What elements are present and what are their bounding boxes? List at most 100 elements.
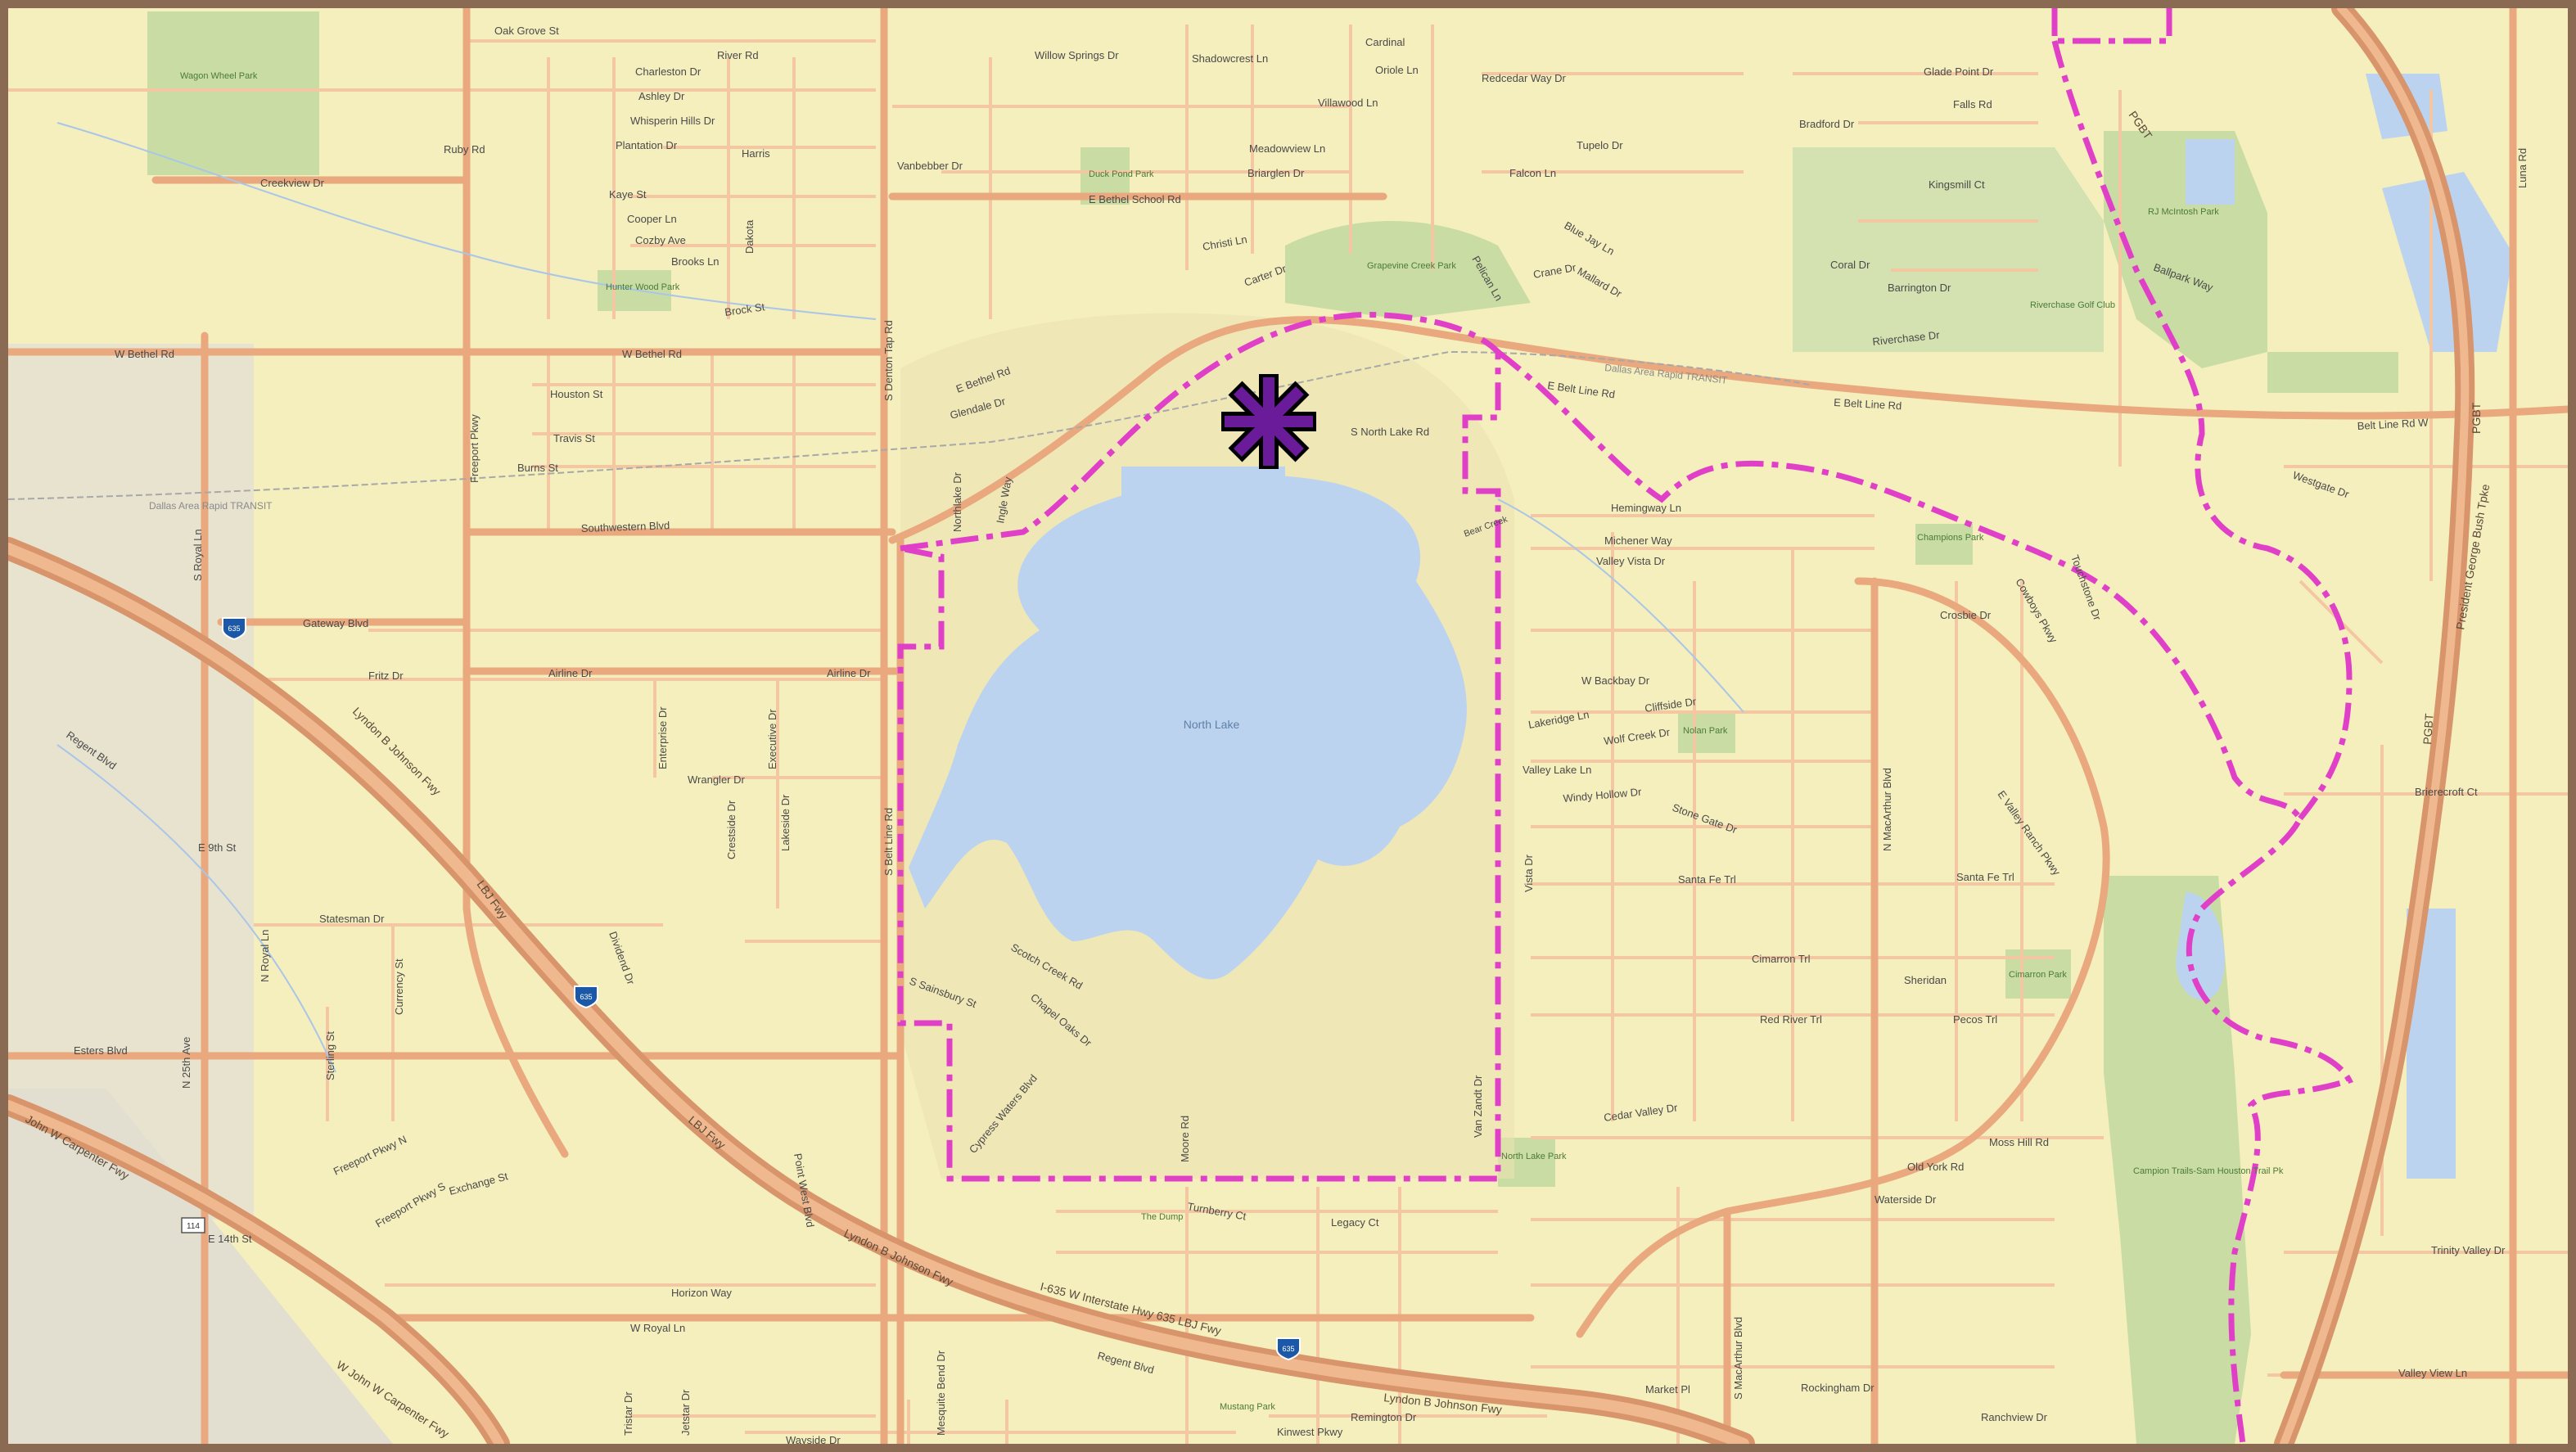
label-pecos-trl: Pecos Trl bbox=[1953, 1013, 1997, 1026]
label-falls-rd: Falls Rd bbox=[1953, 98, 1992, 110]
label-falcon-ln: Falcon Ln bbox=[1509, 167, 1556, 179]
freeway-carpenter-inner bbox=[8, 1100, 504, 1444]
label-s-denton-tap-rd: S Denton Tap Rd bbox=[882, 320, 895, 401]
label-van-zandt-dr: Van Zandt Dr bbox=[1472, 1075, 1484, 1138]
label-river-rd: River Rd bbox=[717, 49, 759, 61]
label-vanbebber-dr: Vanbebber Dr bbox=[897, 160, 963, 172]
label-coral-dr: Coral Dr bbox=[1830, 259, 1870, 271]
label-w-bethel-rd-2: W Bethel Rd bbox=[622, 348, 682, 360]
water-east-4 bbox=[2186, 139, 2235, 205]
road-e-belt-line bbox=[888, 316, 2568, 544]
label-northlake-dr: Northlake Dr bbox=[951, 471, 963, 532]
east-boundary-line bbox=[1496, 349, 2353, 1444]
park-champions bbox=[1915, 524, 1973, 565]
label-hemingway: Hemingway Ln bbox=[1611, 502, 1681, 514]
label-park-north-lake: North Lake Park bbox=[1501, 1152, 1567, 1161]
label-creekview-dr: Creekview Dr bbox=[260, 177, 325, 189]
road-e-valley-ranch bbox=[1576, 577, 2110, 1338]
label-valley-view-ln: Valley View Ln bbox=[2398, 1367, 2467, 1379]
label-sterling-st: Sterling St bbox=[324, 1031, 336, 1080]
industrial-area-west bbox=[8, 344, 254, 1220]
label-cardinal: Cardinal bbox=[1365, 36, 1405, 48]
label-shadowcrest-ln: Shadowcrest Ln bbox=[1192, 52, 1268, 65]
label-sheridan: Sheridan bbox=[1904, 974, 1947, 986]
label-mallard-dr: Mallard Dr bbox=[1576, 265, 1625, 300]
shield-635-b: 635 bbox=[574, 985, 598, 1009]
label-freeport-pkwy-s: Freeport Pkwy S bbox=[373, 1179, 448, 1229]
label-stone-gate-dr: Stone Gate Dr bbox=[1671, 801, 1739, 836]
label-willow-springs-dr: Willow Springs Dr bbox=[1035, 49, 1119, 61]
label-tupelo-dr: Tupelo Dr bbox=[1577, 139, 1623, 151]
freeways bbox=[8, 8, 2475, 1444]
label-oriole-ln: Oriole Ln bbox=[1375, 64, 1419, 76]
label-travis-st: Travis St bbox=[553, 432, 595, 444]
label-valley-lake-ln: Valley Lake Ln bbox=[1523, 764, 1591, 776]
label-enterprise-dr: Enterprise Dr bbox=[656, 706, 669, 769]
label-redcedar-way: Redcedar Way Dr bbox=[1482, 72, 1566, 84]
label-e-belt-line-rd-2: E Belt Line Rd bbox=[1834, 396, 1902, 412]
creeks bbox=[56, 122, 1744, 1073]
label-kaye-st: Kaye St bbox=[609, 188, 647, 201]
svg-text:114: 114 bbox=[187, 1222, 200, 1231]
label-crestside-dr: Crestside Dr bbox=[725, 800, 738, 859]
label-park-cimarron: Cimarron Park bbox=[2009, 970, 2067, 980]
site-marker[interactable] bbox=[1221, 374, 1316, 469]
label-s-belt-line-rd: S Belt Line Rd bbox=[882, 808, 895, 876]
label-brierecroft-ct: Brierecroft Ct bbox=[2415, 786, 2478, 798]
label-christi-ln: Christi Ln bbox=[1202, 233, 1248, 253]
label-luna-rd: Luna Rd bbox=[2516, 148, 2529, 188]
label-wayside-dr: Wayside Dr bbox=[786, 1434, 841, 1444]
shield-635-c: 635 bbox=[1276, 1337, 1301, 1361]
label-park-rj-mcintosh: RJ McIntosh Park bbox=[2148, 207, 2219, 217]
label-villawood-ln: Villawood Ln bbox=[1318, 97, 1378, 109]
label-santa-fe-trl-2: Santa Fe Trl bbox=[1956, 871, 2014, 883]
label-brock-st: Brock St bbox=[724, 300, 765, 318]
label-w-royal-ln: W Royal Ln bbox=[630, 1322, 685, 1334]
label-lakeside-dr: Lakeside Dr bbox=[779, 794, 792, 851]
label-dividend-dr: Dividend Dr bbox=[607, 930, 638, 987]
label-ashley-dr: Ashley Dr bbox=[638, 90, 685, 102]
label-oak-grove-st: Oak Grove St bbox=[494, 25, 559, 37]
minor-roads bbox=[8, 25, 2568, 1444]
label-vista-dr: Vista Dr bbox=[1523, 854, 1535, 892]
svg-text:635: 635 bbox=[580, 993, 592, 1001]
label-pgbt-2: PGBT bbox=[2420, 713, 2436, 746]
road-freeport-pkwy bbox=[462, 8, 569, 1158]
label-freeport-pkwy-n: Freeport Pkwy N bbox=[332, 1133, 408, 1178]
label-trinity-valley-dr: Trinity Valley Dr bbox=[2431, 1244, 2506, 1256]
label-blue-jay-ln: Blue Jay Ln bbox=[1563, 219, 1617, 258]
label-kinwest-pkwy: Kinwest Pkwy bbox=[1277, 1426, 1343, 1438]
label-w-backbay-dr: W Backbay Dr bbox=[1581, 674, 1650, 687]
north-lake-inlet bbox=[1121, 467, 1285, 499]
label-ruby-rd: Ruby Rd bbox=[444, 143, 485, 156]
label-moss-hill-rd: Moss Hill Rd bbox=[1989, 1136, 2049, 1148]
label-executive-dr: Executive Dr bbox=[766, 709, 778, 769]
label-plantation-dr: Plantation Dr bbox=[616, 139, 678, 151]
industrial-area-southwest bbox=[8, 1089, 393, 1444]
label-park-grapevine-creek: Grapevine Creek Park bbox=[1367, 261, 1456, 271]
label-jetstar-dr: Jetstar Dr bbox=[679, 1389, 692, 1436]
park-campion-trails bbox=[2104, 876, 2251, 1444]
map-canvas[interactable]: 635 635 635 114 North Lake W Bethel Rd W… bbox=[8, 8, 2568, 1444]
label-wrangler-dr: Wrangler Dr bbox=[688, 773, 746, 786]
label-moore-rd: Moore Rd bbox=[1179, 1116, 1191, 1162]
park-riverchase-golf bbox=[1793, 147, 2104, 352]
label-airline-dr: Airline Dr bbox=[548, 667, 593, 679]
label-kingsmill-ct: Kingsmill Ct bbox=[1929, 178, 1985, 191]
label-market-pl: Market Pl bbox=[1645, 1383, 1690, 1396]
label-cozby-ave: Cozby Ave bbox=[635, 234, 686, 246]
label-charleston-dr: Charleston Dr bbox=[635, 65, 702, 78]
water-river-loop bbox=[2176, 892, 2225, 1000]
label-waterside-dr: Waterside Dr bbox=[1874, 1193, 1937, 1206]
label-park-mustang: Mustang Park bbox=[1220, 1402, 1275, 1412]
label-park-riverchase-golf: Riverchase Golf Club bbox=[2030, 300, 2115, 310]
label-dakota: Dakota bbox=[743, 219, 756, 254]
north-boundary-line bbox=[2051, 8, 2353, 821]
label-glade-point-dr: Glade Point Dr bbox=[1924, 65, 1994, 78]
label-e-14th-st: E 14th St bbox=[208, 1233, 252, 1245]
label-southwestern-blvd: Southwestern Blvd bbox=[581, 519, 670, 534]
park-grapevine-creek bbox=[1285, 221, 1531, 319]
label-santa-fe-trl: Santa Fe Trl bbox=[1678, 873, 1736, 886]
label-mesquite-bend-dr: Mesquite Bend Dr bbox=[935, 1350, 947, 1436]
